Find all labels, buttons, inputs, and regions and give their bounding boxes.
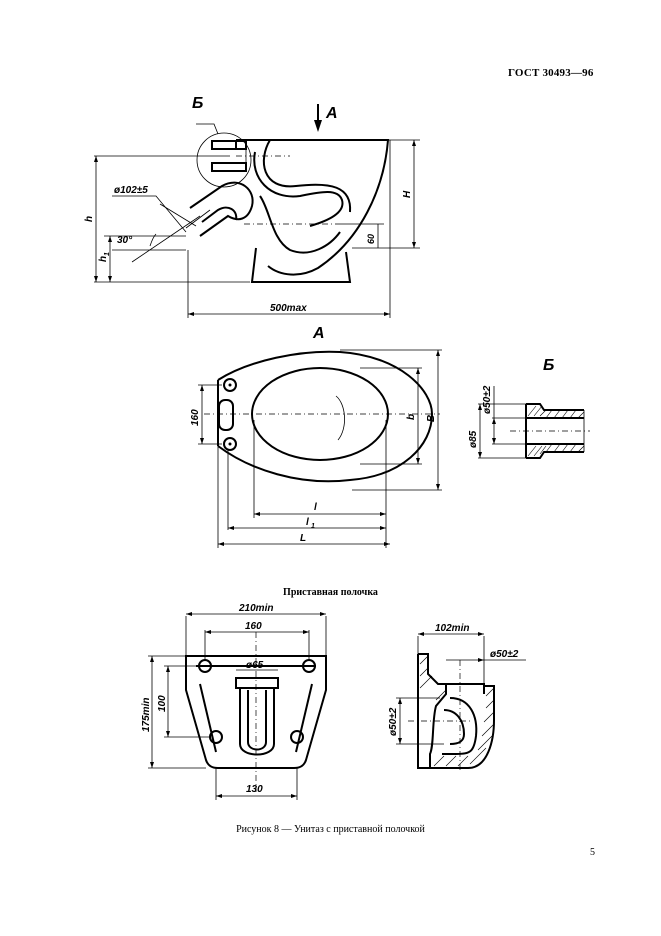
dim-85: ø85 (468, 430, 479, 448)
dim-side-50-top: ø50±2 (490, 649, 519, 660)
top-view: А 160 b B l l 1 L (190, 325, 442, 548)
dim-60: 60 (366, 234, 376, 244)
detail-b-title: Б (543, 357, 554, 374)
figure-caption: Рисунок 8 — Унитаз с приставной полочкой (236, 824, 425, 835)
dim-L: L (300, 533, 306, 544)
dim-102min: 102min (435, 623, 469, 634)
standard-number: ГОСТ 30493—96 (508, 67, 594, 79)
dim-shelf-100: 100 (157, 695, 168, 712)
dim-210min: 210min (238, 603, 273, 614)
dim-H: H (402, 190, 413, 198)
top-view-title: А (312, 325, 325, 342)
dim-shelf-160: 160 (245, 621, 262, 632)
dim-500max: 500max (270, 303, 307, 314)
detail-b: Б ø50±2 ø85 (468, 357, 590, 459)
dim-side-50-left: ø50±2 (388, 707, 399, 736)
dim-diameter-102: ø102±5 (114, 185, 148, 196)
dim-b: b (406, 414, 417, 420)
dim-h1-subscript: 1 (104, 252, 111, 256)
page-number: 5 (590, 847, 595, 858)
dim-l1-subscript: 1 (311, 523, 315, 530)
shelf-title: Приставная полочка (283, 587, 378, 598)
dim-shelf-65: ø65 (246, 660, 264, 671)
dim-h1: h (98, 256, 109, 262)
dim-50: ø50±2 (482, 385, 493, 414)
dim-shelf-130: 130 (246, 784, 263, 795)
dim-h: h (84, 216, 95, 222)
dim-B: B (426, 415, 437, 422)
dim-160: 160 (190, 409, 201, 426)
callout-view-a: А (325, 105, 338, 122)
dim-l: l (314, 502, 317, 513)
dim-l1: l (306, 517, 309, 528)
shelf-side-section: 102min ø50±2 ø50±2 (388, 623, 526, 772)
dim-175min: 175min (141, 698, 152, 732)
shelf-front-view: 210min 160 ø65 175min 100 130 (141, 603, 327, 800)
side-view: Б А ø102±5 30° h h 1 H 60 500max (84, 95, 420, 318)
dim-angle-30: 30° (117, 235, 133, 246)
callout-detail-b: Б (192, 95, 203, 112)
